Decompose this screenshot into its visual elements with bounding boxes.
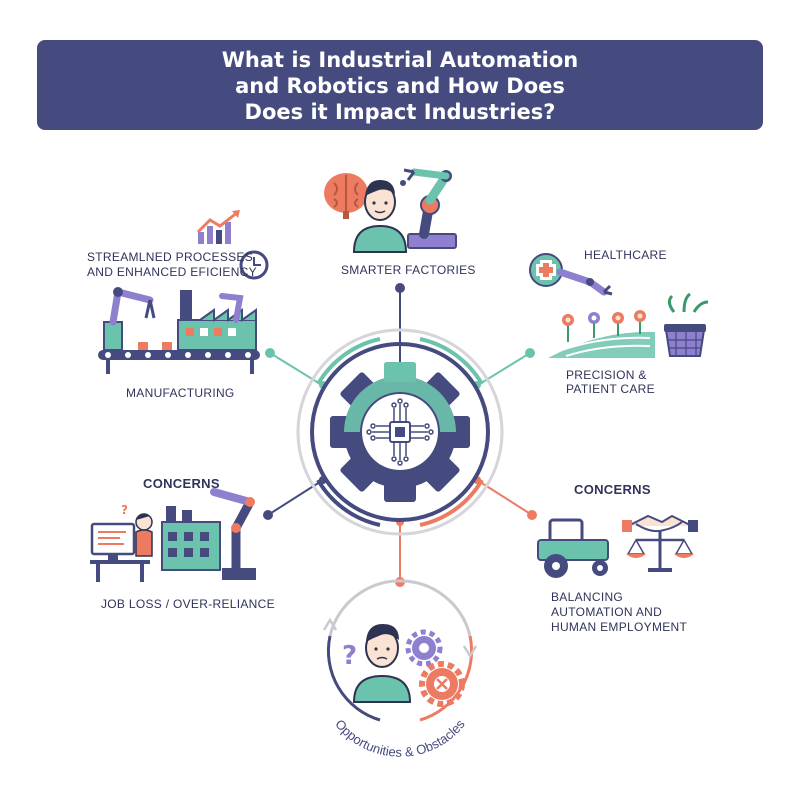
concerns-right-heading: CONCERNS <box>574 482 651 497</box>
manufacturing-illustration <box>98 287 260 374</box>
person-icon <box>352 180 408 253</box>
precision-line-1: PRECISION & <box>566 368 647 382</box>
streamlined-illustration <box>196 210 269 280</box>
robot-arm-icon <box>103 287 156 351</box>
title-line-3: Does it Impact Industries? <box>244 100 556 124</box>
smarter-factories-label: SMARTER FACTORIES <box>341 263 476 277</box>
title-banner: What is Industrial Automation and Roboti… <box>37 40 763 130</box>
title-line-1: What is Industrial Automation <box>221 48 579 72</box>
svg-text:?: ? <box>121 503 128 517</box>
healthcare-illustration <box>529 253 613 296</box>
scales-icon <box>626 530 694 572</box>
manufacturing-label: MANUFACTURING <box>126 386 235 400</box>
robot-arm-icon <box>210 488 256 580</box>
brain-icon <box>324 173 368 219</box>
smarter-factories-illustration <box>324 168 457 253</box>
streamlined-line-2: AND ENHANCED EFICIENCY <box>87 265 257 279</box>
balancing-line-3: HUMAN EMPLOYMENT <box>551 620 688 634</box>
robot-arm-icon <box>400 168 457 249</box>
job-loss-label: JOB LOSS / OVER-RELIANCE <box>101 597 275 611</box>
computer-desk-icon <box>90 522 150 582</box>
tractor-icon <box>537 518 609 578</box>
caption-arc-text: Opportunities & Obstacles <box>332 716 468 760</box>
gear-icon <box>405 629 443 667</box>
handshake-icon <box>622 514 698 533</box>
clock-icon <box>239 250 269 280</box>
precision-line-2: PATIENT CARE <box>566 382 655 396</box>
factory-icon <box>177 290 257 351</box>
concerns-left-heading: CONCERNS <box>143 476 220 491</box>
svg-text:?: ? <box>342 641 357 671</box>
flower-icon <box>562 310 646 342</box>
balancing-line-2: AUTOMATION AND <box>551 605 663 619</box>
question-icon: ? <box>342 641 357 671</box>
chip-icon <box>366 398 434 466</box>
balancing-line-1: BALANCING <box>551 590 624 604</box>
central-hub <box>296 328 504 536</box>
basket-icon <box>664 292 709 357</box>
factory-icon <box>161 506 221 571</box>
medical-cross-icon <box>529 253 563 287</box>
opportunities-illustration: ? Opportunities & Obstacles <box>322 579 478 760</box>
robot-arm-icon <box>556 268 613 296</box>
opportunities-caption: Opportunities & Obstacles <box>332 716 468 760</box>
title-line-2: and Robotics and How Does <box>235 74 565 98</box>
balancing-illustration <box>537 514 698 578</box>
person-icon <box>352 624 412 703</box>
precision-illustration <box>548 292 709 358</box>
job-loss-illustration: ? <box>90 488 256 582</box>
chart-icon <box>196 210 240 244</box>
streamlined-line-1: STREAMLNED PROCESSES <box>87 250 254 264</box>
person-icon: ? <box>121 503 153 557</box>
cancel-gear-icon <box>419 661 465 707</box>
healthcare-label: HEALTHCARE <box>584 248 667 262</box>
